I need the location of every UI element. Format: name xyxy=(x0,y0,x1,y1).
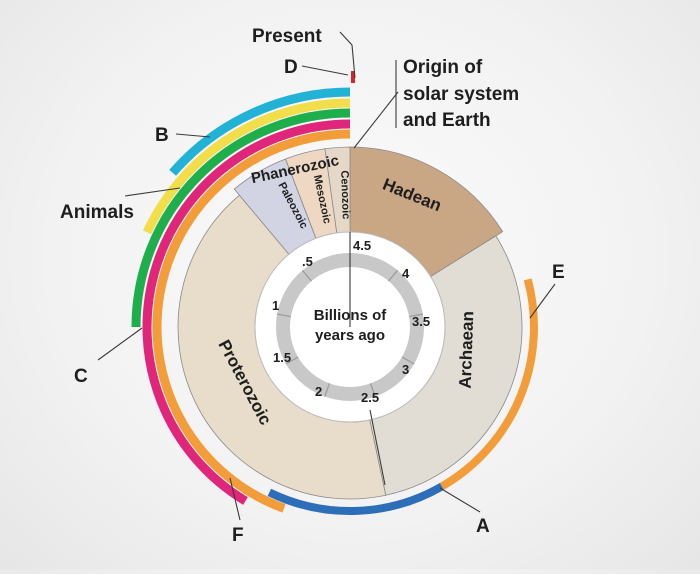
origin-line1: Origin of xyxy=(403,57,483,78)
band-yellow xyxy=(142,98,351,235)
center-text-line1: Billions of xyxy=(314,307,388,324)
tick-4.5: 4.5 xyxy=(353,238,371,253)
label-b: B xyxy=(155,125,169,146)
label-e: E xyxy=(552,262,565,283)
present-mark xyxy=(351,71,355,83)
ring-tick-mark xyxy=(401,356,415,365)
cenozoic-label: Cenozoic xyxy=(338,170,352,219)
origin-line3: and Earth xyxy=(403,110,491,131)
e-leader xyxy=(529,283,556,319)
band-magenta xyxy=(142,119,351,505)
center-text-line2: years ago xyxy=(315,327,385,344)
b-leader xyxy=(175,133,211,138)
ring-tick-mark xyxy=(285,356,299,365)
ring-tick-mark xyxy=(301,269,312,282)
archaean-proterozoic-line xyxy=(369,409,386,486)
band-orange-e xyxy=(439,278,538,490)
band-blue xyxy=(267,482,444,515)
a-leader xyxy=(439,487,481,513)
tick-2: 2 xyxy=(315,384,322,399)
label-f: F xyxy=(232,525,244,546)
archaean-label: Archaean xyxy=(456,311,478,389)
tick-3: 3 xyxy=(402,362,409,377)
present-label: Present xyxy=(252,26,322,47)
ring-tick-mark xyxy=(277,313,292,318)
tick-4: 4 xyxy=(402,266,410,281)
ring-tick-mark xyxy=(388,269,399,282)
tick-0.5: .5 xyxy=(302,254,313,269)
label-d: D xyxy=(284,57,298,78)
tick-3.5: 3.5 xyxy=(412,314,430,329)
ring-tick-mark xyxy=(324,383,331,397)
animals-label: Animals xyxy=(60,202,134,223)
origin-line2: solar system xyxy=(403,84,519,105)
ring-tick-mark xyxy=(369,383,376,397)
present-leader xyxy=(339,31,356,79)
band-cyan xyxy=(169,87,351,176)
f-leader xyxy=(229,477,241,521)
label-c: C xyxy=(74,366,88,387)
tick-1: 1 xyxy=(272,298,279,313)
origin-leader xyxy=(353,91,399,149)
d-leader xyxy=(301,65,349,76)
ring-tick-mark xyxy=(408,313,423,318)
band-orange xyxy=(152,129,351,513)
animals-leader xyxy=(124,187,181,197)
tick-1.5: 1.5 xyxy=(273,350,291,365)
c-leader xyxy=(97,327,143,361)
tick-2.5: 2.5 xyxy=(361,390,379,405)
label-a: A xyxy=(476,516,490,537)
band-green xyxy=(131,108,351,328)
